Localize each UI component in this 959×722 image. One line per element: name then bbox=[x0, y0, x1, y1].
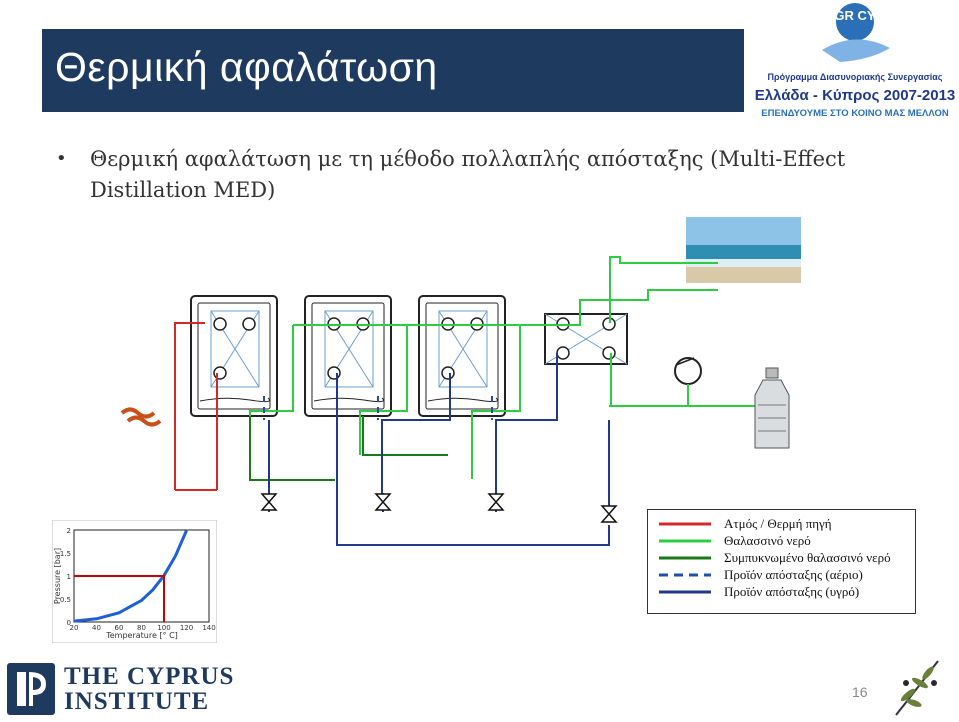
legend-label: Θαλασσινό νερό bbox=[724, 533, 811, 549]
cyprus-institute-logo-icon bbox=[6, 662, 56, 716]
water-bottle-icon bbox=[755, 368, 789, 448]
olive-branch-icon bbox=[886, 655, 952, 717]
legend-label: Συμπυκνωμένο θαλασσινό νερό bbox=[724, 550, 891, 566]
chart-ylabel: Pressure [bar] bbox=[53, 548, 62, 604]
heat-source-icon bbox=[122, 410, 160, 425]
chart-y-tick-label: 2 bbox=[67, 527, 71, 535]
valve-icon bbox=[262, 494, 616, 522]
chart-y-tick-label: 1 bbox=[67, 573, 71, 581]
legend-label: Προϊόν απόσταξης (αέριο) bbox=[724, 567, 863, 583]
chart-x-tick-label: 140 bbox=[202, 624, 215, 632]
institute-name-line1: THE CYPRUS bbox=[64, 663, 234, 691]
brine-line bbox=[250, 416, 448, 480]
sea-photo bbox=[686, 217, 801, 283]
pump-icon bbox=[675, 358, 701, 384]
page-number: 16 bbox=[852, 684, 868, 700]
brine-level bbox=[200, 398, 498, 402]
legend-swatches bbox=[655, 514, 717, 609]
chart-xlabel: Temperature [° C] bbox=[105, 631, 178, 640]
chart-x-tick-label: 120 bbox=[180, 624, 193, 632]
institute-name-line2: INSTITUTE bbox=[64, 688, 209, 716]
legend-label: Προϊόν απόσταξης (υγρό) bbox=[724, 584, 859, 600]
chart-x-tick-label: 40 bbox=[92, 624, 101, 632]
legend-label: Ατμός / Θερμή πηγή bbox=[724, 516, 832, 532]
chart-y-tick-label: 0 bbox=[67, 619, 71, 627]
